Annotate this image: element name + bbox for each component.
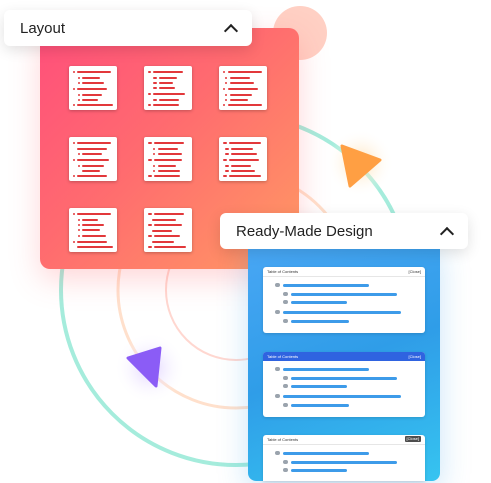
- ready-made-dropdown[interactable]: Ready-Made Design: [220, 213, 468, 249]
- layout-thumb-1[interactable]: [69, 66, 117, 110]
- toc-close-button[interactable]: [Close]: [404, 436, 421, 442]
- toc-header: Table of Contents [Close]: [263, 352, 425, 361]
- toc-heading: Table of Contents: [267, 269, 299, 274]
- toc-card-3[interactable]: Table of Contents [Close]: [263, 435, 425, 481]
- toc-close-link[interactable]: [Close]: [408, 269, 421, 274]
- ready-made-title: Ready-Made Design: [236, 222, 373, 240]
- layout-thumb-6[interactable]: [219, 137, 267, 181]
- layout-thumb-7[interactable]: [69, 208, 117, 252]
- toc-card-2[interactable]: Table of Contents [Close]: [263, 352, 425, 417]
- layout-thumb-3[interactable]: [219, 66, 267, 110]
- layout-thumb-8[interactable]: [144, 208, 192, 252]
- layout-thumb-4[interactable]: [69, 137, 117, 181]
- toc-close-link[interactable]: [Close]: [408, 354, 421, 359]
- toc-card-1[interactable]: Table of Contents [Close]: [263, 267, 425, 333]
- toc-header: Table of Contents [Close]: [263, 267, 425, 277]
- layout-dropdown[interactable]: Layout: [4, 10, 252, 46]
- chevron-up-icon[interactable]: [224, 21, 238, 35]
- layout-thumb-5[interactable]: [144, 137, 192, 181]
- layout-title: Layout: [20, 19, 66, 37]
- orange-triangle-icon: [326, 129, 394, 197]
- purple-triangle-icon: [114, 332, 186, 404]
- ready-made-panel: Table of Contents [Close] Table of Conte…: [248, 240, 440, 481]
- toc-header: Table of Contents [Close]: [263, 435, 425, 445]
- chevron-up-icon[interactable]: [440, 224, 454, 238]
- toc-heading: Table of Contents: [267, 354, 299, 359]
- layout-thumb-2[interactable]: [144, 66, 192, 110]
- toc-heading: Table of Contents: [267, 437, 299, 442]
